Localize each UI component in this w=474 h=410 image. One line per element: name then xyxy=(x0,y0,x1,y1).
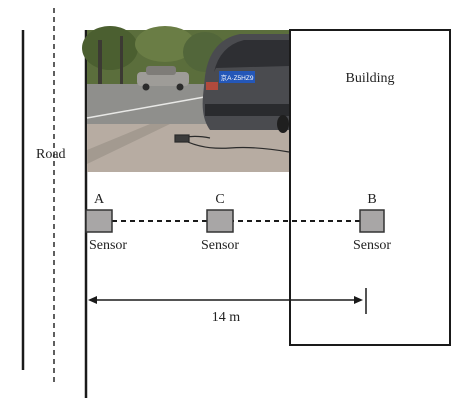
sensor-c-id: C xyxy=(215,192,224,207)
sensor-b-id: B xyxy=(367,192,376,207)
distance-label: 14 m xyxy=(212,310,241,325)
sensor-a: A Sensor xyxy=(85,192,127,253)
sensor-b-label: Sensor xyxy=(353,238,391,253)
sensor-c-box xyxy=(206,209,234,233)
background-car xyxy=(137,66,189,91)
distance-dimension: 14 m xyxy=(88,288,367,325)
sensor-b: B Sensor xyxy=(353,192,391,253)
distance-arrow-left-head xyxy=(88,296,97,304)
sensor-a-label: Sensor xyxy=(89,238,127,253)
sensor-a-box xyxy=(85,209,113,233)
license-plate-text: 京A·Z5HZ9 xyxy=(221,73,254,82)
building-label: Building xyxy=(345,71,394,86)
foreground-car: 京A·Z5HZ9 xyxy=(202,34,289,133)
sensor-c: C Sensor xyxy=(201,192,239,253)
street-photo: 京A·Z5HZ9 xyxy=(82,26,290,172)
sensor-b-box xyxy=(359,209,385,233)
sensor-a-id: A xyxy=(94,192,105,207)
building-outline xyxy=(289,29,451,346)
road-label: Road xyxy=(36,147,66,162)
license-plate xyxy=(219,71,255,83)
sensor-cables xyxy=(174,134,290,153)
sensor-c-label: Sensor xyxy=(201,238,239,253)
distance-arrow-right-head xyxy=(354,296,363,304)
